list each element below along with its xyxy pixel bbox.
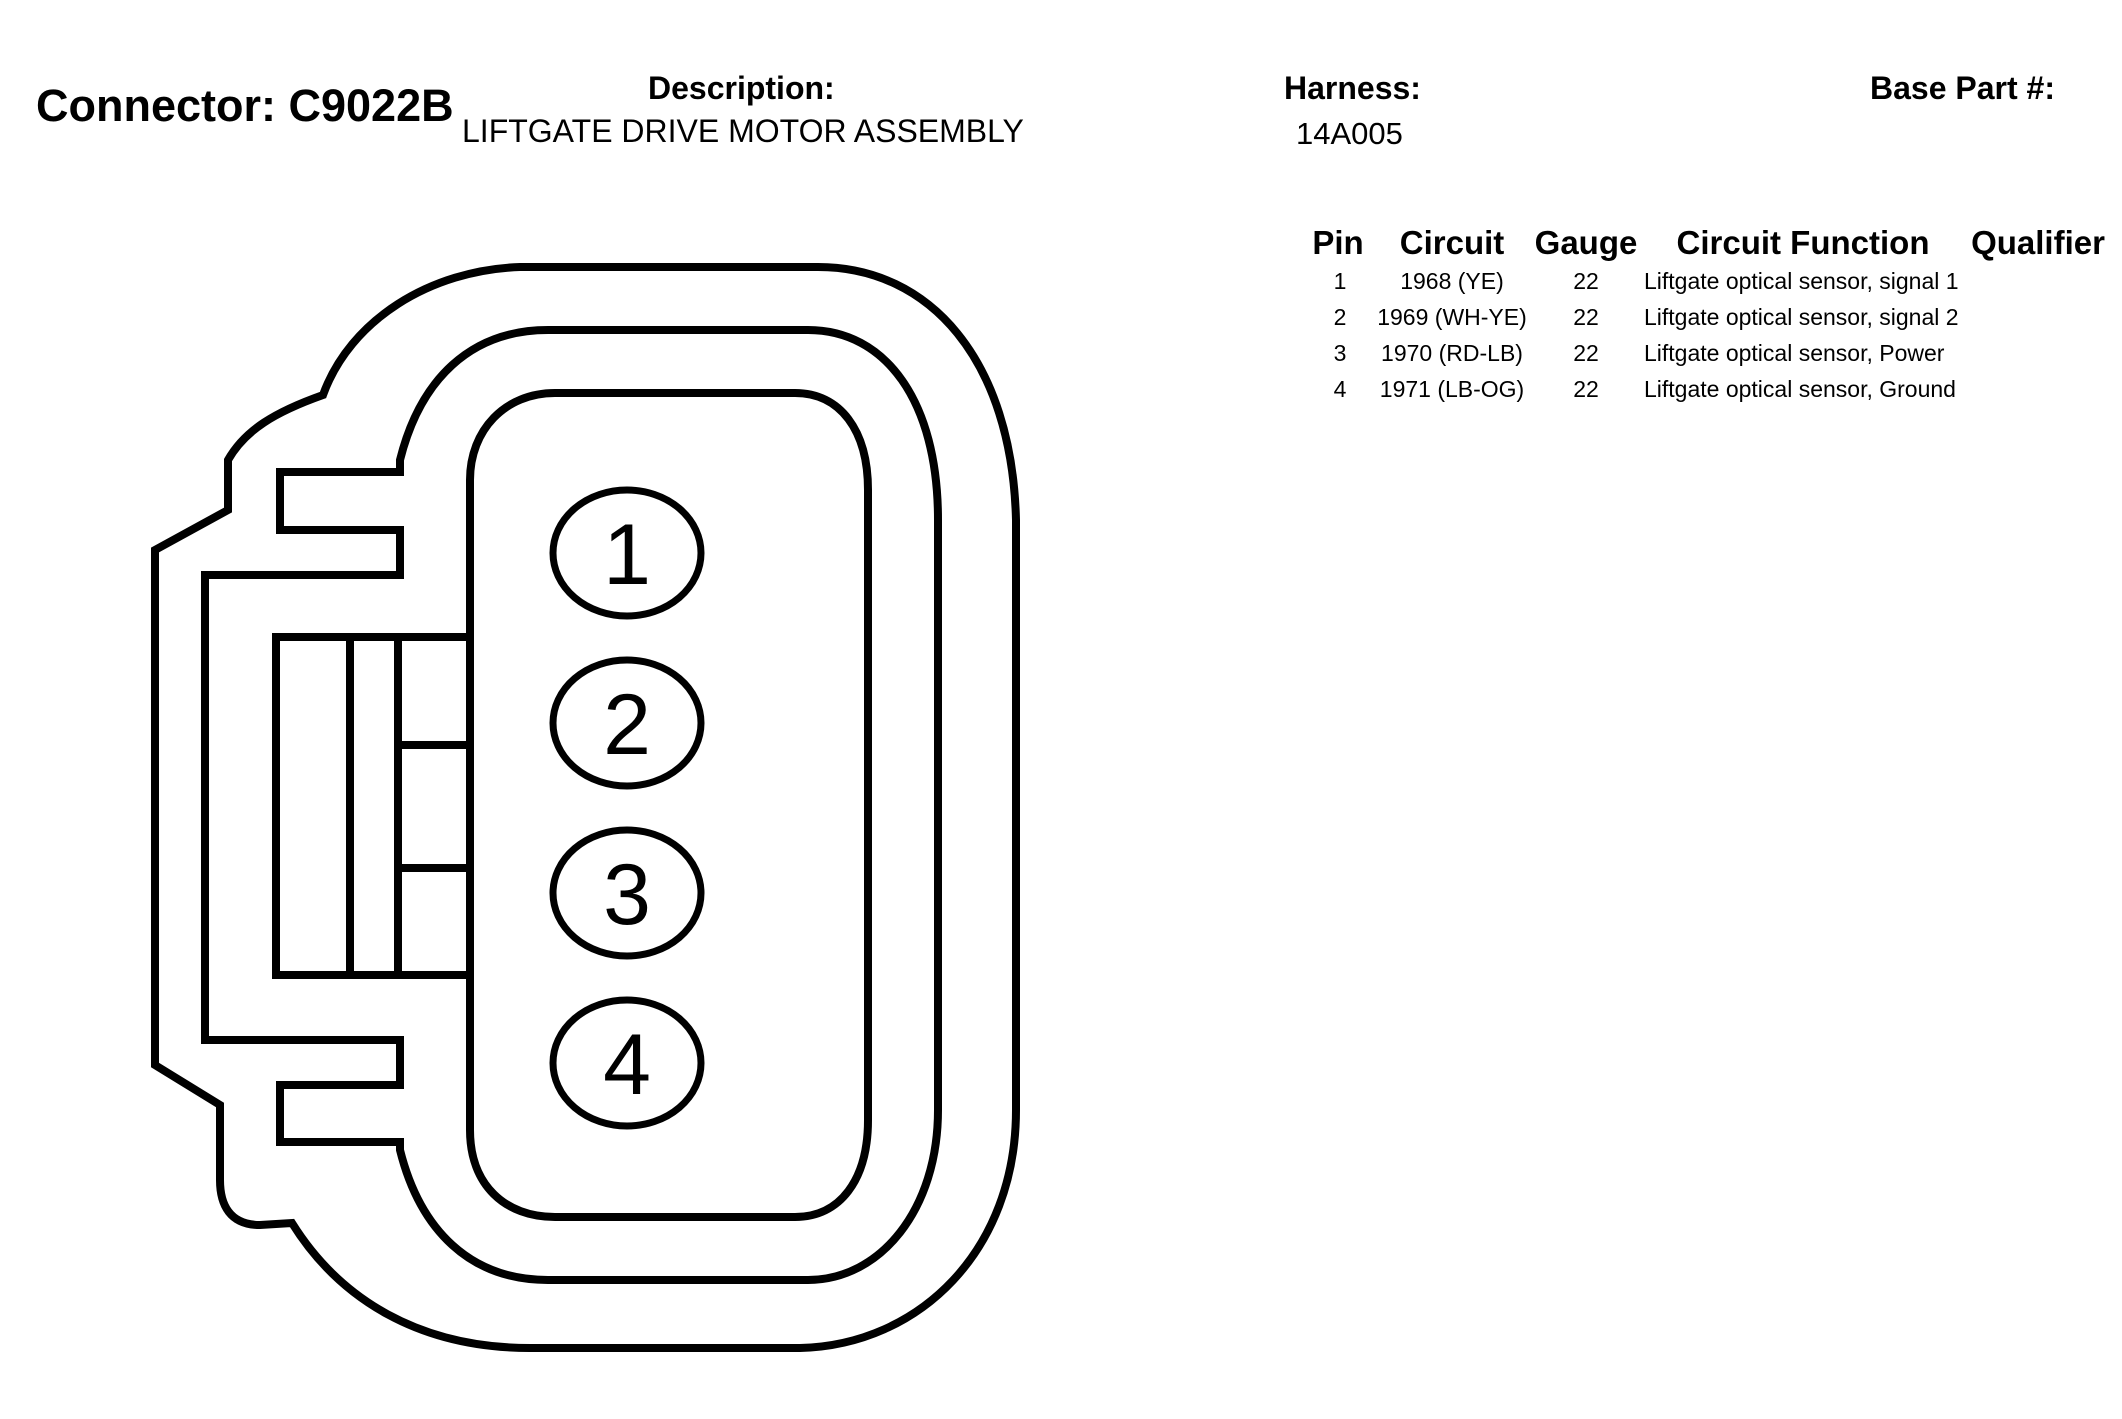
- cell-circuit: 1971 (LB-OG): [1379, 376, 1525, 402]
- cell-function: Liftgate optical sensor, Power: [1644, 340, 1945, 366]
- cell-gauge: 22: [1573, 304, 1599, 330]
- pin-3-cavity: [549, 826, 705, 960]
- pin-1-label: 1: [603, 507, 651, 603]
- cell-function: Liftgate optical sensor, signal 1: [1644, 268, 1959, 294]
- column-header-gauge: Gauge: [1534, 224, 1638, 261]
- harness-label: Harness:: [1284, 70, 1421, 106]
- base-part-label: Base Part #:: [1870, 70, 2055, 106]
- cell-circuit: 1968 (YE): [1400, 268, 1504, 294]
- cell-gauge: 22: [1573, 268, 1599, 294]
- cell-gauge: 22: [1573, 376, 1599, 402]
- pin-4-cavity: [549, 996, 705, 1130]
- connector-outer-housing: [151, 263, 1020, 1352]
- cell-function: Liftgate optical sensor, Ground: [1644, 376, 1956, 402]
- cell-pin: 4: [1333, 376, 1347, 402]
- column-header-circuit: Circuit: [1399, 224, 1505, 261]
- cell-circuit: 1969 (WH-YE): [1377, 304, 1527, 330]
- pin-1-cavity: [549, 486, 705, 620]
- connector-middle-ring: [201, 326, 942, 1284]
- connector-pin-cavity: [466, 389, 872, 1221]
- pin-2-label: 2: [603, 677, 651, 773]
- cell-function: Liftgate optical sensor, signal 2: [1644, 304, 1959, 330]
- column-header-circuit-function: Circuit Function: [1676, 224, 1930, 261]
- description-value: LIFTGATE DRIVE MOTOR ASSEMBLY: [462, 113, 1024, 149]
- pin-2-cavity: [549, 656, 705, 790]
- cell-pin: 2: [1333, 304, 1347, 330]
- cell-pin: 3: [1333, 340, 1347, 366]
- cell-pin: 1: [1333, 268, 1347, 294]
- pin-3-label: 3: [603, 847, 651, 943]
- column-header-pin: Pin: [1312, 224, 1364, 261]
- description-label: Description:: [648, 70, 835, 106]
- connector-latch-tab: [272, 633, 474, 979]
- connector-title: Connector: C9022B: [36, 80, 454, 131]
- cell-gauge: 22: [1573, 340, 1599, 366]
- pin-4-label: 4: [603, 1017, 651, 1113]
- column-header-qualifier: Qualifier: [1971, 224, 2105, 261]
- cell-circuit: 1970 (RD-LB): [1381, 340, 1523, 366]
- harness-value: 14A005: [1296, 116, 1403, 151]
